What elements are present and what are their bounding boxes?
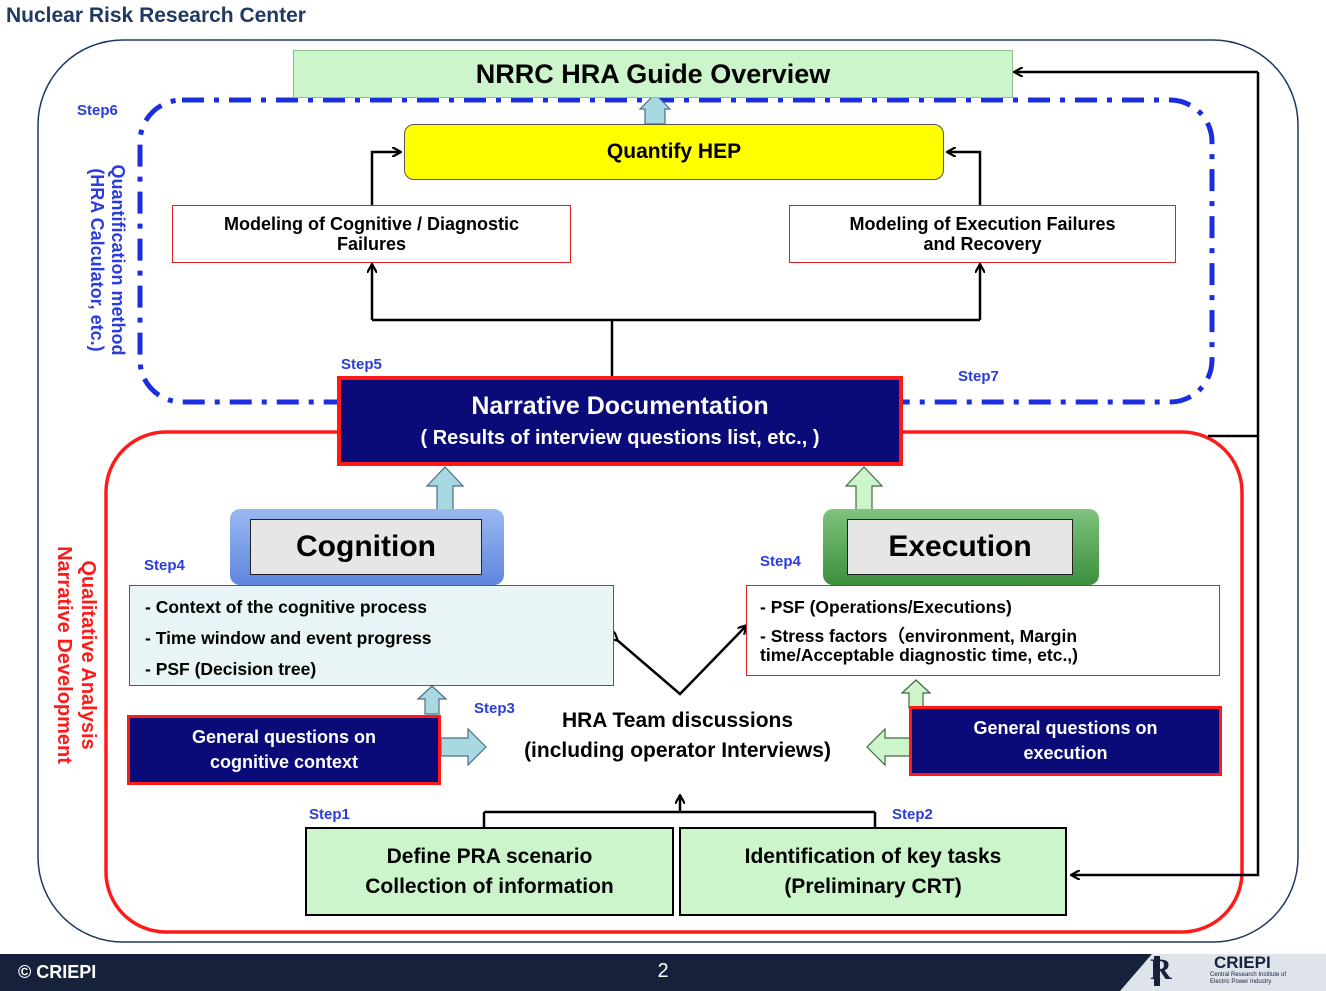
list-item: - PSF (Operations/Executions)	[760, 597, 1012, 617]
quantify-hep-box: Quantify HEP	[404, 124, 944, 180]
block-arrow-up-top	[638, 93, 672, 125]
list-item: time/Acceptable diagnostic time, etc.,)	[760, 645, 1078, 665]
footer-logo-subtext: Central Research Institute of Electric P…	[1210, 972, 1287, 985]
guide-overview-box: NRRC HRA Guide Overview	[293, 50, 1013, 98]
cognition-list: - Context of the cognitive process - Tim…	[129, 585, 614, 686]
block-arrow-left	[866, 727, 911, 767]
list-item: - Stress factors（environment, Margin	[760, 626, 1078, 646]
block-arrow-right	[440, 727, 487, 767]
step2-label: Step2	[892, 806, 933, 823]
cognition-header: Cognition	[230, 509, 504, 585]
cognition-label: Cognition	[296, 530, 436, 563]
step4-execution-label: Step4	[760, 553, 801, 570]
execution-list: - PSF (Operations/Executions) - Stress f…	[746, 585, 1220, 676]
cognitive-questions-box: General questions on cognitive context	[127, 715, 441, 785]
footer-logo-panel	[1120, 954, 1326, 991]
step1-label: Step1	[309, 806, 350, 823]
page-number: 2	[657, 960, 669, 982]
execution-modeling-box: Modeling of Execution Failures and Recov…	[789, 205, 1176, 263]
execution-label: Execution	[888, 530, 1032, 563]
block-arrow-up-cognition	[425, 466, 465, 511]
list-item: - Time window and event progress	[145, 628, 432, 648]
step7-label: Step7	[958, 368, 999, 385]
criepi-logo-icon: R	[1150, 953, 1172, 986]
footer-bar	[0, 954, 1326, 991]
guide-overview-title: NRRC HRA Guide Overview	[475, 58, 831, 89]
step3-label: Step3	[474, 700, 515, 717]
footer-copyright: © CRIEPI	[18, 962, 97, 982]
block-arrow-up-exec-list	[900, 679, 932, 709]
hra-team-discussions: HRA Team discussions (including operator…	[524, 709, 831, 762]
quantification-frame	[137, 97, 1215, 405]
footer-logo-text: CRIEPI	[1214, 953, 1271, 972]
qualitative-side-label: Qualitative Analysis Narrative Developme…	[53, 546, 99, 764]
narrative-documentation-box: Narrative Documentation ( Results of int…	[337, 376, 903, 466]
feedback-line	[1072, 72, 1260, 875]
page-title: Nuclear Risk Research Center	[6, 4, 306, 27]
outer-frame	[37, 39, 1299, 943]
step6-label: Step6	[77, 102, 118, 119]
block-arrow-up-execution	[844, 466, 884, 511]
execution-questions-box: General questions on execution	[909, 706, 1222, 776]
identify-tasks-box: Identification of key tasks (Preliminary…	[679, 827, 1067, 916]
cognitive-modeling-box: Modeling of Cognitive / Diagnostic Failu…	[172, 205, 571, 263]
block-arrow-up-cog-list	[416, 685, 448, 715]
execution-header: Execution	[823, 509, 1099, 585]
list-item: - Context of the cognitive process	[145, 597, 427, 617]
step5-label: Step5	[341, 356, 382, 373]
list-item: - PSF (Decision tree)	[145, 659, 317, 679]
define-pra-box: Define PRA scenario Collection of inform…	[305, 827, 674, 916]
step4-cognition-label: Step4	[144, 557, 185, 574]
quantification-side-label: Quantification method (HRA Calculator, e…	[87, 164, 128, 356]
